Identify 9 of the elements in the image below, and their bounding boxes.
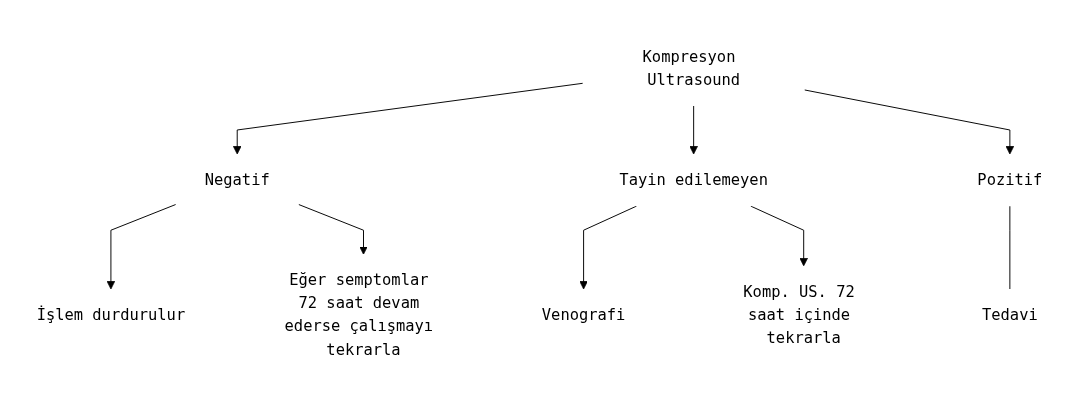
node-text: Tayin edilemeyen — [619, 170, 768, 189]
node-text: Venografi — [541, 305, 626, 324]
node-text: Kompresyon Ultrasound — [642, 46, 741, 89]
node-text: Tedavi — [982, 305, 1038, 324]
node-text: İşlem durdurulur — [36, 305, 186, 324]
node-text: Negatif — [204, 170, 270, 189]
node-text: Eğer semptomlar 72 saat devam ederse çalışmayı tekrarla — [284, 270, 434, 359]
node-text: Komp. US. 72 saat içinde tekrarla — [743, 282, 855, 347]
node-text: Pozitif — [977, 170, 1043, 189]
